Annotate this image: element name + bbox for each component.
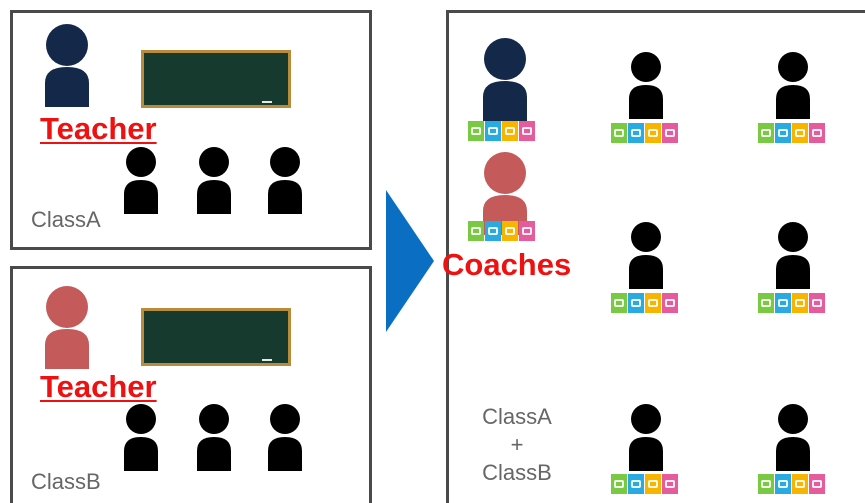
teacher-b-label: Teacher [40, 369, 157, 404]
class-a-label: ClassA [31, 207, 101, 232]
merge-line-plus: + [510, 432, 524, 457]
tablet-apps-icon [758, 123, 825, 143]
student-icon [775, 403, 811, 471]
class-b-panel: Teacher ClassB [10, 266, 372, 503]
student-icon [628, 221, 664, 289]
class-b-label: ClassB [31, 469, 101, 494]
tablet-apps-icon [611, 474, 678, 494]
class-a-panel: Teacher ClassA [10, 10, 372, 250]
student-icon [123, 403, 159, 471]
chalk-icon [262, 359, 272, 361]
teacher-a-label: Teacher [40, 111, 157, 146]
student-icon [196, 146, 232, 214]
teacher-b-icon [43, 285, 91, 369]
tablet-apps-icon [468, 221, 535, 241]
student-icon [267, 403, 303, 471]
right-arrow-icon [386, 190, 434, 337]
chalk-icon [262, 101, 272, 103]
blackboard-icon [141, 50, 291, 108]
merge-line-class-b: ClassB [482, 460, 552, 485]
student-icon [123, 146, 159, 214]
tablet-apps-icon [758, 293, 825, 313]
tablet-apps-icon [468, 121, 535, 141]
merged-class-panel: Coaches ClassA + ClassB [442, 10, 865, 503]
student-icon [628, 403, 664, 471]
tablet-apps-icon [758, 474, 825, 494]
student-icon [775, 221, 811, 289]
blackboard-icon [141, 308, 291, 366]
coaches-label: Coaches [442, 247, 572, 282]
merged-classes-label: ClassA + ClassB [467, 403, 567, 487]
student-icon [628, 51, 664, 119]
tablet-apps-icon [611, 293, 678, 313]
student-icon [775, 51, 811, 119]
teacher-a-icon [43, 23, 91, 107]
tablet-apps-icon [611, 123, 678, 143]
coach-a-icon [481, 37, 529, 121]
student-icon [196, 403, 232, 471]
student-icon [267, 146, 303, 214]
merge-line-class-a: ClassA [482, 404, 552, 429]
